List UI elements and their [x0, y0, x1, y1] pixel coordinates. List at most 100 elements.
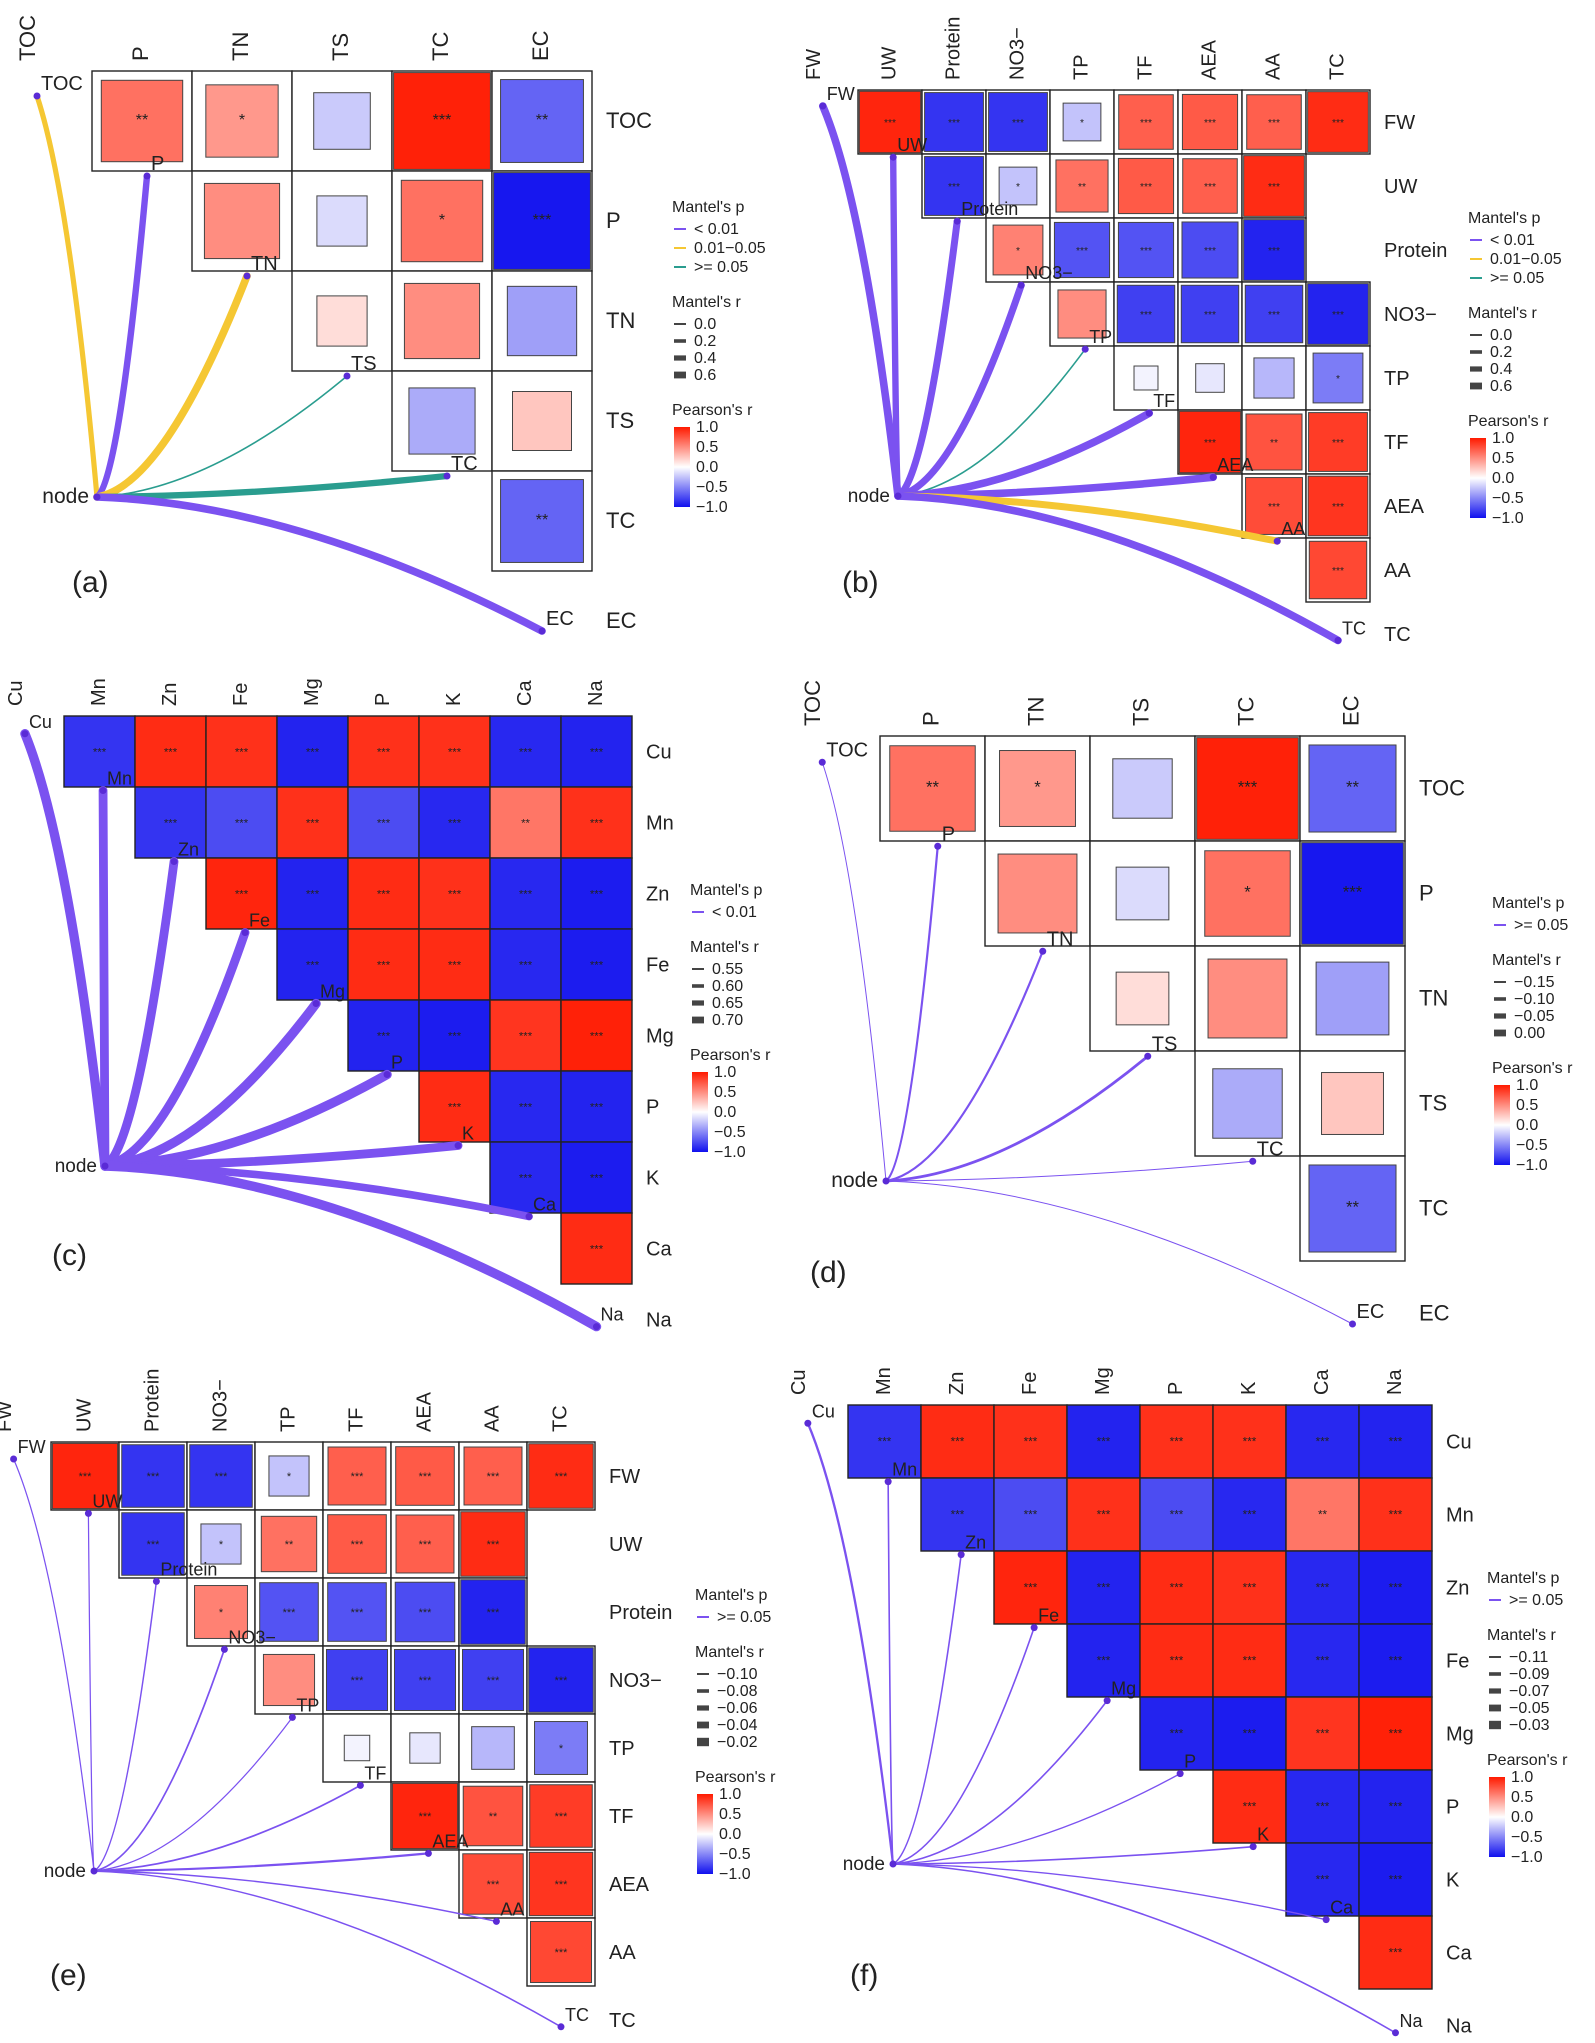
significance-stars: *** [1204, 246, 1216, 257]
significance-stars: *** [1389, 1509, 1403, 1522]
pearson-square [1133, 365, 1159, 391]
significance-stars: *** [519, 889, 533, 901]
pearson-square [343, 1734, 371, 1762]
column-label: Ca [514, 680, 536, 706]
pearson-square [327, 1514, 387, 1574]
legend-item: 0.70 [712, 1012, 743, 1029]
node-point [90, 1867, 98, 1875]
mantel-endpoint [383, 1071, 391, 1079]
pearson-colorbar [697, 1794, 713, 1874]
significance-stars: *** [590, 747, 604, 759]
colorbar-tick: 0.0 [1511, 1809, 1533, 1826]
column-label: Zn [946, 1372, 968, 1395]
pearson-square [1287, 1844, 1358, 1915]
row-label: UW [609, 1534, 642, 1556]
mantel-endpoint [1145, 409, 1153, 417]
row-label: TC [1384, 624, 1411, 646]
mantel-endpoint [1334, 636, 1342, 644]
significance-stars: *** [419, 1607, 432, 1619]
column-label: Mn [873, 1367, 895, 1395]
significance-stars: *** [1243, 1509, 1257, 1522]
node-label: node [843, 1854, 885, 1875]
pearson-square [491, 1072, 560, 1141]
significance-stars: *** [1097, 1509, 1111, 1522]
significance-stars: * [239, 112, 245, 129]
legend-title: Mantel's p [1468, 210, 1541, 227]
significance-stars: ** [1270, 438, 1278, 449]
pearson-square [136, 788, 205, 857]
pearson-square [1243, 155, 1305, 217]
mantel-link [885, 1180, 1353, 1325]
significance-stars: * [287, 1471, 292, 1483]
legend-item: −0.07 [1509, 1683, 1550, 1700]
pearson-square [529, 1920, 593, 1984]
pearson-square [278, 788, 347, 857]
row-label: Zn [646, 884, 669, 906]
mantel-endpoint-label: AEA [1217, 455, 1253, 475]
pearson-square [260, 1515, 318, 1573]
legend-item: >= 0.05 [694, 259, 748, 276]
pearson-square [51, 1442, 119, 1510]
legend-item: 0.4 [694, 350, 716, 367]
mantel-endpoint-label: Zn [178, 840, 199, 860]
legend-item: −0.10 [717, 1666, 758, 1683]
colorbar-tick: 0.5 [1516, 1097, 1538, 1114]
pearson-square [491, 717, 560, 786]
significance-stars: *** [1268, 246, 1280, 257]
mantel-endpoint-label: FW [18, 1437, 46, 1457]
mantel-endpoint [454, 1142, 462, 1150]
column-label: Fe [1019, 1372, 1041, 1395]
row-label: EC [1419, 1301, 1450, 1326]
row-label: AEA [609, 1874, 650, 1896]
significance-stars: *** [590, 1244, 604, 1256]
significance-stars: *** [1316, 1874, 1330, 1887]
mantel-endpoint-label: TC [1257, 1138, 1284, 1160]
significance-stars: *** [1170, 1728, 1184, 1741]
pearson-square [562, 717, 631, 786]
mantel-endpoint [84, 1509, 92, 1517]
significance-stars: *** [878, 1436, 892, 1449]
mantel-link [93, 493, 546, 635]
significance-stars: *** [1316, 1655, 1330, 1668]
pearson-square [858, 90, 922, 154]
column-label: Zn [159, 683, 181, 706]
legend-item: −0.03 [1509, 1717, 1550, 1734]
row-label: NO3− [609, 1670, 662, 1692]
significance-stars: *** [555, 1811, 568, 1823]
colorbar-tick: −1.0 [1516, 1157, 1548, 1174]
mantel-endpoint-label: TC [451, 453, 478, 475]
pearson-square [1287, 1698, 1358, 1769]
colorbar-tick: 0.5 [1511, 1789, 1533, 1806]
legend-title: Pearson's r [672, 402, 753, 419]
mantel-endpoint [1144, 1052, 1152, 1060]
column-label: Na [1384, 1369, 1406, 1395]
pearson-square [528, 1443, 594, 1509]
significance-stars: *** [419, 1675, 432, 1687]
significance-stars: *** [951, 1436, 965, 1449]
mantel-endpoint-label: Protein [160, 1559, 217, 1579]
mantel-link [884, 845, 939, 1183]
mantel-link [884, 1054, 1150, 1183]
mantel-endpoint [1322, 1916, 1330, 1924]
row-label: FW [1384, 112, 1415, 134]
mantel-endpoint-label: Cu [812, 1401, 835, 1421]
mantel-endpoint-label: AA [500, 1899, 524, 1919]
pearson-square [1246, 94, 1302, 150]
column-label: Cu [788, 1369, 810, 1395]
significance-stars: *** [590, 1173, 604, 1185]
legend-title: Pearson's r [690, 1047, 771, 1064]
significance-stars: *** [1140, 310, 1152, 321]
pearson-square [349, 788, 418, 857]
column-label: TN [228, 32, 253, 61]
colorbar-tick: −1.0 [714, 1144, 746, 1161]
pearson-square [1141, 1552, 1212, 1623]
significance-stars: *** [590, 818, 604, 830]
significance-stars: ** [489, 1811, 498, 1823]
legend-item: 0.0 [694, 316, 716, 333]
mantel-link [98, 786, 110, 1171]
significance-stars: *** [448, 1102, 462, 1114]
column-label: TC [1326, 53, 1348, 80]
significance-stars: *** [884, 118, 896, 129]
pearson-square [1068, 1479, 1139, 1550]
significance-stars: *** [147, 1539, 160, 1551]
